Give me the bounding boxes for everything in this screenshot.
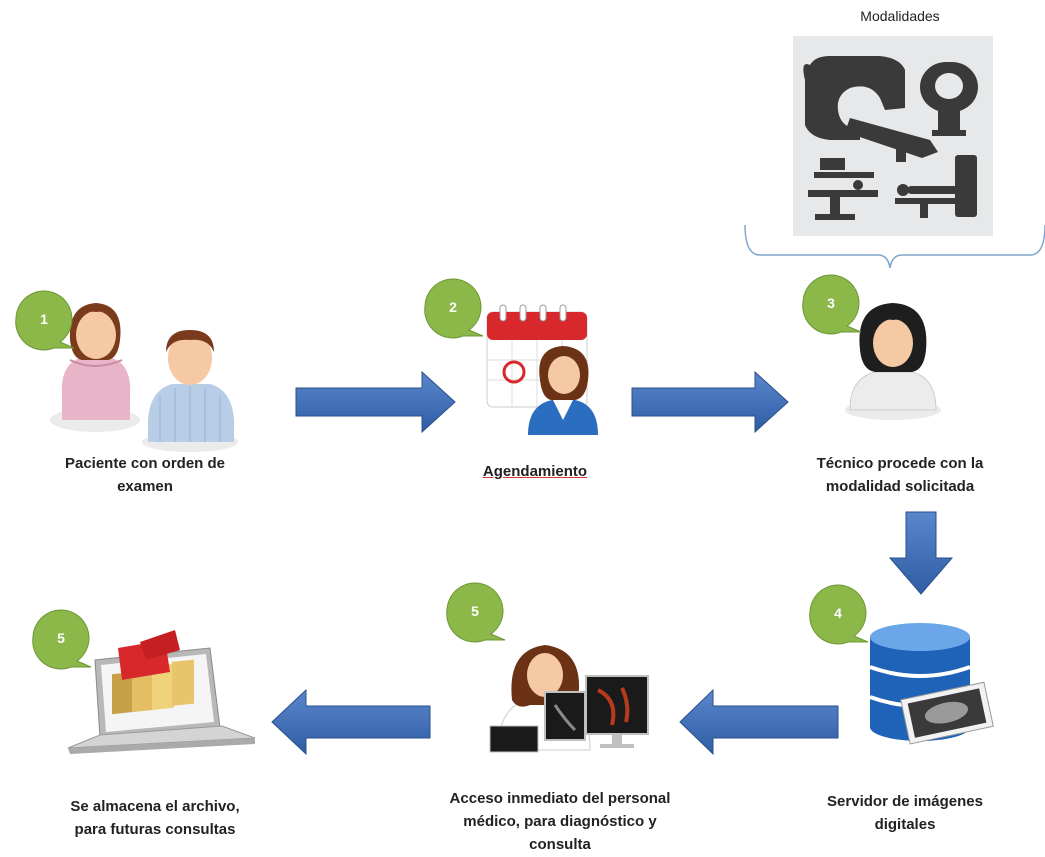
step-5a-number: 5 — [471, 603, 479, 619]
arrow-4-to-5 — [679, 688, 839, 756]
step-5b-label-line1: Se almacena el archivo, — [70, 798, 240, 815]
modalities-title: Modalidades — [860, 8, 940, 24]
step-5b-label: Se almacena el archivo, para futuras con… — [40, 795, 270, 841]
step-4-label-line1: Servidor de imágenes — [827, 793, 983, 810]
step-5a-label-line1: Acceso inmediato del personal — [449, 790, 671, 807]
step-4-number: 4 — [834, 605, 842, 621]
step-1-number: 1 — [40, 311, 48, 327]
step-2-bubble — [424, 278, 484, 339]
scanner-bed-icon — [895, 155, 977, 218]
step-3-label-line1: Técnico procede con la — [816, 455, 984, 472]
step-4-label: Servidor de imágenes digitales — [805, 790, 1005, 836]
xray-table-icon — [808, 158, 878, 220]
step-5a-label-line3: consulta — [529, 836, 591, 853]
step-5a-label: Acceso inmediato del personal médico, pa… — [420, 787, 700, 856]
step-1-label-line1: Paciente con orden de — [64, 455, 226, 472]
step-2-label: Agendamiento — [482, 463, 588, 480]
arrow-3-to-4 — [888, 511, 954, 595]
arrow-5-to-6 — [271, 688, 431, 756]
step-3-number: 3 — [827, 295, 835, 311]
step-5b-number: 5 — [57, 630, 65, 646]
step-3-label: Técnico procede con la modalidad solicit… — [790, 452, 1010, 498]
step-5b-bubble — [32, 609, 92, 670]
step-1-label: Paciente con orden de examen — [40, 452, 250, 498]
step-4-bubble — [809, 584, 869, 645]
step-4-label-line2: digitales — [874, 816, 936, 833]
step-5a-bubble — [446, 582, 506, 643]
step-2-number: 2 — [449, 299, 457, 315]
step-5b-label-line2: para futuras consultas — [74, 821, 236, 838]
step-3-bubble — [802, 274, 862, 335]
mri-icon — [920, 62, 978, 136]
step-1-label-line2: examen — [117, 478, 173, 495]
arrow-1-to-2 — [295, 370, 456, 434]
ct-scanner-icon — [803, 56, 938, 162]
step-5a-label-line2: médico, para diagnóstico y — [463, 813, 657, 830]
step-3-label-line2: modalidad solicitada — [825, 478, 975, 495]
step-1-bubble — [15, 290, 75, 351]
arrow-2-to-3 — [631, 370, 789, 434]
